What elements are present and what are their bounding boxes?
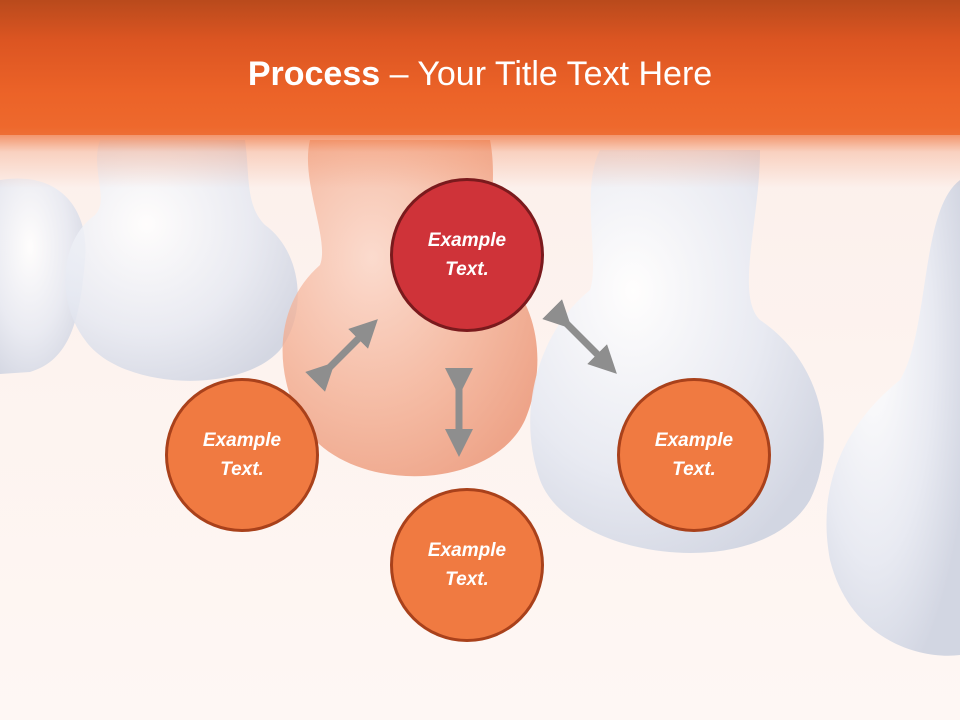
slide-title: Process – Your Title Text Here [0,52,960,96]
node-top: Example Text. [390,178,544,332]
node-right: Example Text. [617,378,771,532]
node-bottom: Example Text. [390,488,544,642]
double-arrow-top-right [542,299,617,374]
node-top-label: Example Text. [427,230,507,280]
pawn-figure [0,178,86,374]
node-left-label: Example Text. [202,430,282,480]
title-rest-part: – Your Title Text Here [380,55,713,93]
node-right-label: Example Text. [654,430,734,480]
title-bold-part: Process [247,55,381,93]
pawn-figure [826,180,960,656]
title-bar-fade [0,128,960,188]
node-bottom-label: Example Text. [427,540,507,590]
title-bar [0,0,960,135]
node-left: Example Text. [165,378,319,532]
double-arrow-top-left [305,319,378,392]
pawn-figure [65,140,298,381]
